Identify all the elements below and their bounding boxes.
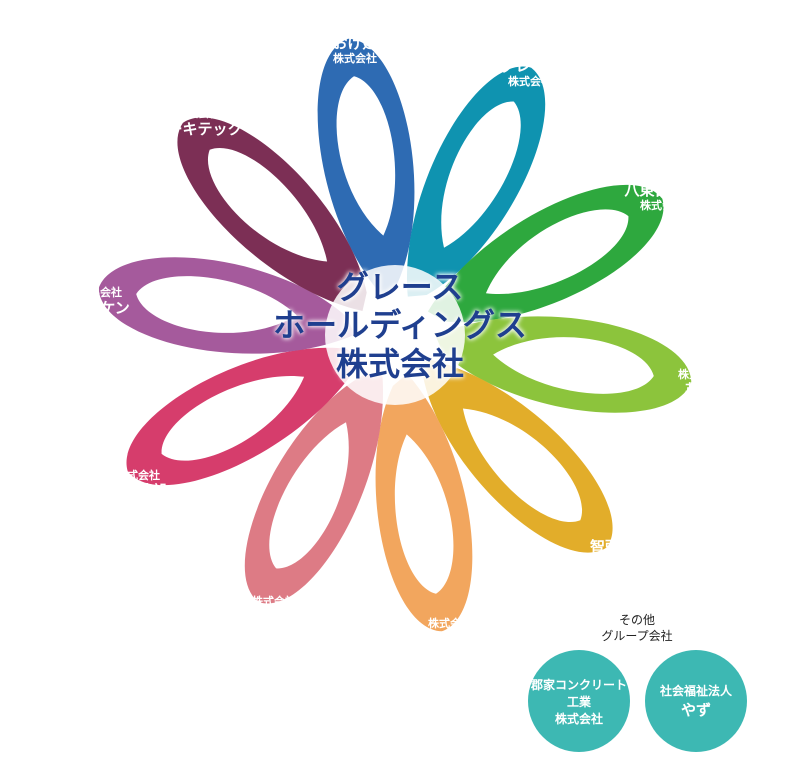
kooge-concrete-line-1: 郡家コンクリート: [530, 677, 627, 692]
petal-tanaka-name: 田中建設: [107, 482, 168, 501]
petal-chizu: [423, 359, 613, 553]
petal-arkitec-type: 有限会社: [176, 107, 220, 120]
petal-arkitec: [177, 117, 367, 311]
petal-yazu-market: [375, 373, 473, 632]
group-circle-kooge-concrete: 郡家コンクリート 工業 株式会社: [528, 650, 630, 752]
yazu-welfare-line-2: やず: [680, 701, 711, 719]
center-line-2: ホールディングス: [273, 306, 527, 345]
center-company-name: グレース ホールディングス 株式会社: [240, 268, 560, 383]
yazu-welfare-line-1: 社会福祉法人: [659, 684, 732, 698]
petal-eiwa-type: 株式会社: [678, 368, 722, 381]
other-group-heading: その他 グループ会社: [572, 612, 702, 644]
petal-arkitec-name: アーキテック: [153, 120, 243, 139]
petal-chizu-type: 株式会社: [598, 556, 642, 569]
petal-yatsuka: [427, 184, 664, 323]
petal-yazu-market-type: 株式会社: [428, 617, 472, 630]
petal-koogi-type: 株式会社: [333, 52, 377, 65]
petal-yazu-market-name: やずふれあい市場: [389, 630, 510, 649]
petal-label-sanken: 有限会社 サンケン: [50, 286, 150, 317]
petal-label-yazu-market: 株式会社 やずふれあい市場: [380, 617, 520, 648]
other-group-line-1: その他: [618, 613, 655, 627]
petal-koogi: [317, 38, 415, 297]
group-circle-yazu-welfare: 社会福祉法人 やず: [645, 650, 747, 752]
petal-label-eiwa: 株式会社 英和: [650, 368, 750, 399]
petal-label-koogi: こおげ建設 株式会社: [305, 34, 405, 65]
petal-sanken: [98, 257, 355, 354]
petal-grace: [406, 66, 546, 297]
petal-grace-type: 株式会社: [508, 75, 552, 88]
center-line-1: グレース: [336, 268, 464, 306]
petal-chizu-name: 智頭振興: [589, 538, 650, 556]
petal-label-yatsuka: 八東自動車 株式会社: [612, 181, 712, 212]
petal-koogi-name: こおげ建設: [317, 34, 393, 52]
petal-yatsuka-type: 株式会社: [640, 199, 684, 212]
petal-sanken-type: 有限会社: [78, 286, 122, 299]
petal-grace-name: グレース: [500, 57, 560, 75]
petal-label-grace: グレース 株式会社: [480, 57, 580, 88]
petal-label-chizu: 智頭振興 株式会社: [570, 538, 670, 569]
petal-tanaka-type: 株式会社: [116, 469, 160, 482]
center-backdrop: [325, 265, 465, 405]
petal-rigurasu-type: 株式会社: [252, 595, 296, 608]
center-line-3: 株式会社: [335, 344, 464, 383]
petal-eiwa: [435, 316, 692, 413]
kooge-concrete-line-3: 株式会社: [554, 711, 603, 726]
petal-label-tanaka: 株式会社 田中建設: [88, 469, 188, 500]
kooge-concrete-line-2: 工業: [566, 694, 591, 709]
petal-rigurasu: [244, 373, 384, 604]
petal-sanken-name: サンケン: [70, 299, 130, 318]
petal-label-arkitec: 有限会社 アーキテック: [143, 107, 253, 138]
petal-rigurasu-name: リグラス: [244, 608, 304, 627]
petal-eiwa-name: 英和: [684, 381, 715, 400]
petal-tanaka: [126, 347, 363, 486]
other-group-line-2: グループ会社: [601, 629, 673, 644]
petal-yatsuka-name: 八東自動車: [624, 181, 700, 199]
petal-label-rigurasu: 株式会社 リグラス: [224, 595, 324, 626]
